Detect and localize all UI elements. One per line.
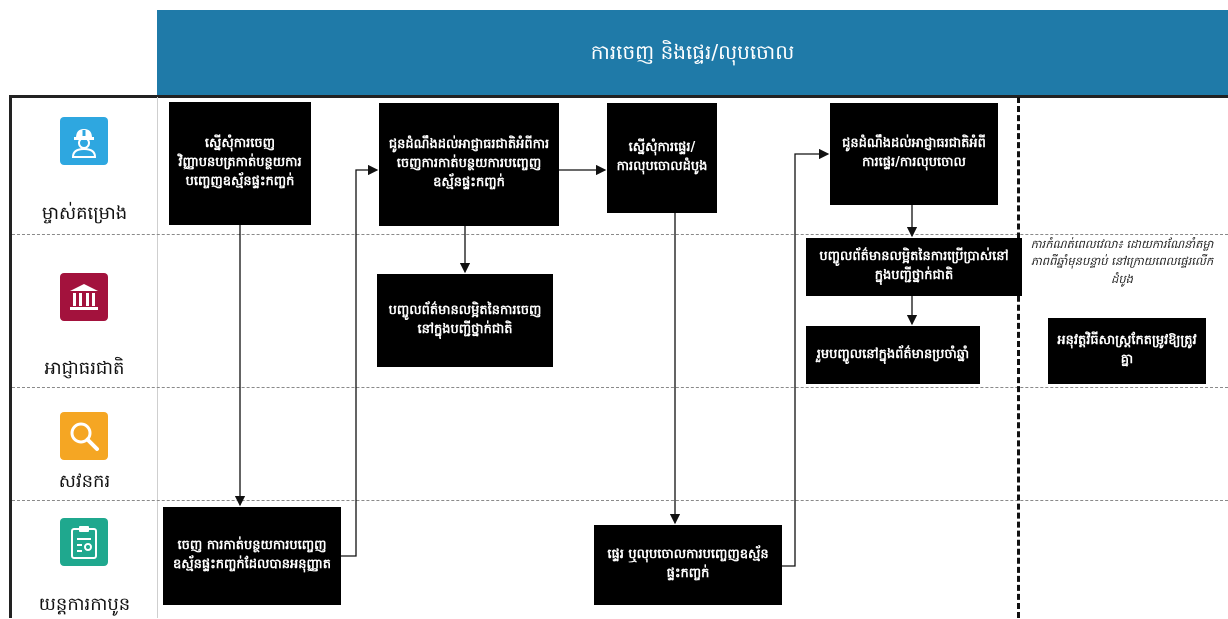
box-notify-issuance: ជូនដំណឹងដល់អាជ្ញាធរជាតិអំពីការចេញការកាត់… — [379, 103, 559, 226]
box-issue-reductions: ចេញ ការកាត់បន្ថយការបញ្ចេញឧស្ម័នផ្ទះកញ្ចក… — [163, 507, 341, 605]
lane-label: ម្ចាស់គម្រោង — [41, 203, 128, 224]
lane-divider-3 — [12, 500, 1228, 501]
box-include-annual: រួមបញ្ចូលនៅក្នុងព័ត៌មានប្រចាំឆ្នាំ — [806, 326, 980, 384]
box-text: ស្នើសុំការចេញវិញ្ញាបនបត្រកាត់បន្ថយការបញ្… — [178, 136, 302, 189]
box-text: ជូនដំណឹងដល់អាជ្ញាធរជាតិអំពីការផ្ទេរ/ការល… — [842, 136, 986, 170]
phase-divider — [1017, 97, 1020, 618]
lane-auditor: សវនករ — [12, 387, 157, 500]
box-text: រួមបញ្ចូលនៅក្នុងព័ត៌មានប្រចាំឆ្នាំ — [816, 346, 970, 362]
arrow-issue-to-notify — [341, 164, 379, 557]
bank-icon — [60, 273, 108, 321]
box-transfer-cancel: ផ្ទេរ ឬលុបចោលការបញ្ចេញឧស្ម័នផ្ទះកញ្ចក់ — [594, 525, 782, 605]
actor-column-divider — [157, 97, 158, 618]
lane-divider-2 — [12, 387, 1228, 388]
worker-icon — [60, 117, 108, 165]
box-text: ស្នើសុំការផ្ទេរ/ការលុបចោលដំបូង — [616, 140, 708, 174]
lane-divider-1 — [12, 234, 1228, 235]
lane-project-owner: ម្ចាស់គម្រោង — [12, 97, 157, 234]
lane-left-border — [9, 97, 12, 618]
box-record-issuance: បញ្ចូលព័ត៌មានលម្អិតនៃការចេញនៅក្នុងបញ្ជីថ… — [377, 274, 553, 367]
box-text: អនុវត្តវិធីសាស្ត្រកែតម្រូវឱ្យត្រូវគ្នា — [1057, 333, 1197, 367]
lane-national-authority: អាជ្ញាធរជាតិ — [12, 234, 157, 387]
box-record-use: បញ្ចូលព័ត៌មានលម្អិតនៃការប្រើប្រាស់នៅក្នុ… — [806, 238, 1022, 296]
arrow-transfer-to-notify — [782, 148, 830, 567]
clipboard-icon — [60, 518, 108, 566]
box-text: បញ្ចូលព័ត៌មានលម្អិតនៃការប្រើប្រាស់នៅក្នុ… — [819, 249, 1009, 283]
box-request-transfer: ស្នើសុំការផ្ទេរ/ការលុបចោលដំបូង — [607, 103, 717, 213]
box-text: ជូនដំណឹងដល់អាជ្ញាធរជាតិអំពីការចេញការកាត់… — [388, 137, 550, 190]
box-text: បញ្ចូលព័ត៌មានលម្អិតនៃការចេញនៅក្នុងបញ្ជីថ… — [388, 302, 542, 337]
magnifier-icon — [60, 412, 108, 460]
lane-label: យន្តការកាបូន — [38, 594, 131, 615]
box-apply-adjustment: អនុវត្តវិធីសាស្ត្រកែតម្រូវឱ្យត្រូវគ្នា — [1048, 318, 1206, 384]
lane-top-border — [9, 95, 1228, 98]
diagram-title: ការចេញ និងផ្ទេរ/លុបចោល — [157, 10, 1228, 97]
lane-label: សវនករ — [58, 471, 111, 492]
lane-label: អាជ្ញាធរជាតិ — [44, 358, 125, 379]
box-text: ចេញ ការកាត់បន្ថយការបញ្ចេញឧស្ម័នផ្ទះកញ្ចក… — [172, 538, 332, 572]
timing-note: ការកំណត់ពេលវេលា៖ ដោយការណែនាំតម្លាភាពពីឆ្… — [1030, 237, 1214, 286]
lane-carbon-mechanism: យន្តការកាបូន — [12, 500, 157, 618]
box-text: ផ្ទេរ ឬលុបចោលការបញ្ចេញឧស្ម័នផ្ទះកញ្ចក់ — [607, 547, 769, 581]
diagram-title-text: ការចេញ និងផ្ទេរ/លុបចោល — [590, 39, 795, 64]
box-request-issuance: ស្នើសុំការចេញវិញ្ញាបនបត្រកាត់បន្ថយការបញ្… — [169, 102, 311, 225]
box-notify-transfer: ជូនដំណឹងដល់អាជ្ញាធរជាតិអំពីការផ្ទេរ/ការល… — [830, 103, 998, 205]
